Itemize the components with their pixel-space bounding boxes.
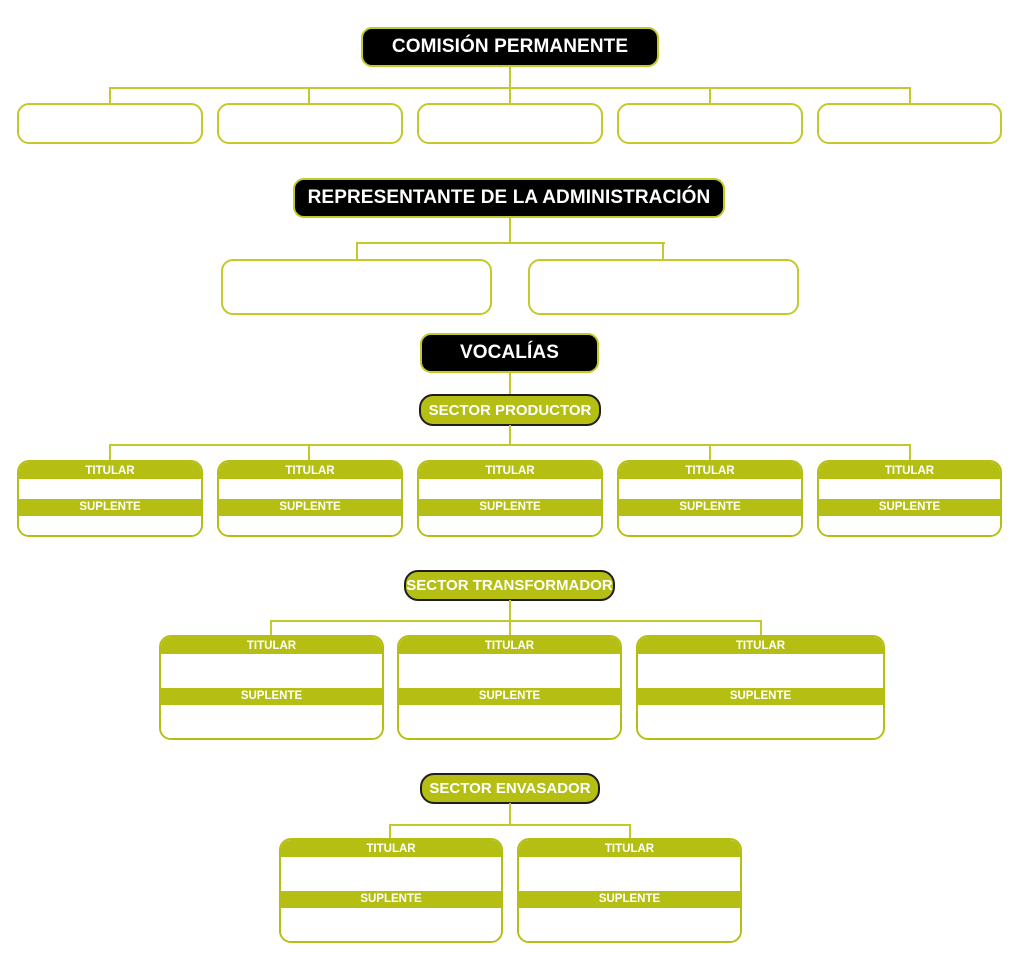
suplente-label: SUPLENTE <box>161 687 382 705</box>
seat-card-envasador: TITULAR SUPLENTE <box>279 838 503 943</box>
titular-field[interactable] <box>419 479 601 499</box>
seat-card-productor: TITULAR SUPLENTE <box>417 460 603 537</box>
suplente-label: SUPLENTE <box>19 498 201 516</box>
connector <box>509 425 511 446</box>
suplente-label: SUPLENTE <box>219 498 401 516</box>
suplente-label: SUPLENTE <box>419 498 601 516</box>
suplente-label: SUPLENTE <box>638 687 883 705</box>
titular-label: TITULAR <box>399 637 620 654</box>
connector <box>308 444 310 461</box>
seat-card-productor: TITULAR SUPLENTE <box>617 460 803 537</box>
connector <box>270 620 762 622</box>
titular-field[interactable] <box>819 479 1000 499</box>
suplente-label: SUPLENTE <box>399 687 620 705</box>
titular-field[interactable] <box>281 857 501 891</box>
suplente-label: SUPLENTE <box>619 498 801 516</box>
connector <box>270 620 272 636</box>
connector <box>629 824 631 839</box>
seat-card-productor: TITULAR SUPLENTE <box>17 460 203 537</box>
connector <box>356 242 665 244</box>
suplente-field[interactable] <box>619 515 801 535</box>
comision-permanente-header: COMISIÓN PERMANENTE <box>361 27 659 67</box>
sector-productor-label: SECTOR PRODUCTOR <box>419 394 601 426</box>
connector <box>509 66 511 89</box>
connector <box>709 444 711 461</box>
connector <box>509 217 511 244</box>
representante-member-box[interactable] <box>221 259 492 315</box>
comision-member-box[interactable] <box>817 103 1002 144</box>
connector <box>308 87 310 104</box>
suplente-field[interactable] <box>519 907 740 941</box>
suplente-field[interactable] <box>819 515 1000 535</box>
connector <box>389 824 631 826</box>
titular-label: TITULAR <box>419 462 601 479</box>
comision-member-box[interactable] <box>417 103 603 144</box>
suplente-field[interactable] <box>19 515 201 535</box>
suplente-field[interactable] <box>281 907 501 941</box>
connector <box>509 803 511 826</box>
suplente-label: SUPLENTE <box>519 890 740 908</box>
seat-card-transformador: TITULAR SUPLENTE <box>159 635 384 740</box>
connector <box>662 242 664 260</box>
representante-header: REPRESENTANTE DE LA ADMINISTRACIÓN <box>293 178 725 218</box>
titular-field[interactable] <box>219 479 401 499</box>
comision-member-box[interactable] <box>217 103 403 144</box>
suplente-field[interactable] <box>161 704 382 738</box>
connector <box>509 87 511 104</box>
connector <box>909 87 911 104</box>
comision-member-box[interactable] <box>617 103 803 144</box>
titular-field[interactable] <box>399 654 620 688</box>
titular-field[interactable] <box>619 479 801 499</box>
connector <box>760 620 762 636</box>
sector-transformador-label: SECTOR TRANSFORMADOR <box>404 570 615 601</box>
titular-field[interactable] <box>19 479 201 499</box>
connector <box>109 444 911 446</box>
connector <box>909 444 911 461</box>
comision-member-box[interactable] <box>17 103 203 144</box>
titular-label: TITULAR <box>638 637 883 654</box>
suplente-label: SUPLENTE <box>281 890 501 908</box>
representante-member-box[interactable] <box>528 259 799 315</box>
suplente-field[interactable] <box>638 704 883 738</box>
titular-field[interactable] <box>161 654 382 688</box>
titular-label: TITULAR <box>19 462 201 479</box>
suplente-label: SUPLENTE <box>819 498 1000 516</box>
connector <box>709 87 711 104</box>
connector <box>389 824 391 839</box>
suplente-field[interactable] <box>419 515 601 535</box>
seat-card-productor: TITULAR SUPLENTE <box>217 460 403 537</box>
vocalias-header: VOCALÍAS <box>420 333 599 373</box>
connector <box>356 242 358 260</box>
suplente-field[interactable] <box>399 704 620 738</box>
suplente-field[interactable] <box>219 515 401 535</box>
titular-field[interactable] <box>638 654 883 688</box>
titular-label: TITULAR <box>161 637 382 654</box>
seat-card-productor: TITULAR SUPLENTE <box>817 460 1002 537</box>
titular-label: TITULAR <box>519 840 740 857</box>
titular-label: TITULAR <box>819 462 1000 479</box>
sector-envasador-label: SECTOR ENVASADOR <box>420 773 600 804</box>
seat-card-transformador: TITULAR SUPLENTE <box>397 635 622 740</box>
connector <box>509 600 511 636</box>
titular-label: TITULAR <box>219 462 401 479</box>
seat-card-envasador: TITULAR SUPLENTE <box>517 838 742 943</box>
titular-label: TITULAR <box>281 840 501 857</box>
connector <box>109 444 111 461</box>
seat-card-transformador: TITULAR SUPLENTE <box>636 635 885 740</box>
titular-label: TITULAR <box>619 462 801 479</box>
connector <box>509 372 511 395</box>
connector <box>109 87 111 104</box>
titular-field[interactable] <box>519 857 740 891</box>
